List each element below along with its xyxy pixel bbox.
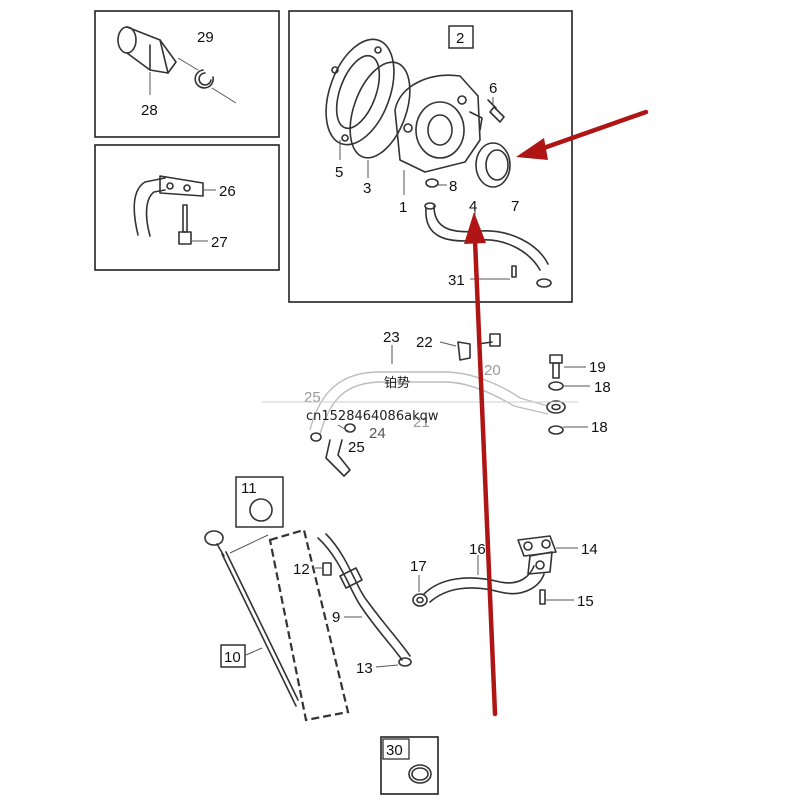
annotation-arrow-to-seal <box>516 109 649 160</box>
callout-10: 10 <box>224 649 241 666</box>
oring-3-drawing <box>349 61 411 178</box>
oring-11-drawing <box>249 498 273 522</box>
callout-11: 11 <box>241 480 257 497</box>
bolt-12-drawing <box>315 562 332 576</box>
callout-2: 2 <box>456 30 464 47</box>
callout-26: 26 <box>219 183 236 200</box>
clip-22-drawing <box>439 341 471 361</box>
grommet-17-drawing <box>412 575 428 607</box>
callout-25-upper: 25 <box>304 389 321 406</box>
callout-18-upper: 18 <box>594 379 611 396</box>
callout-19: 19 <box>589 359 606 376</box>
callout-5: 5 <box>335 164 343 181</box>
callout-14: 14 <box>581 541 598 558</box>
clamp-26-drawing <box>133 175 216 237</box>
callout-1: 1 <box>399 199 407 216</box>
callout-31: 31 <box>448 272 465 289</box>
seal-13-drawing <box>375 664 399 668</box>
callout-25-lower: 25 <box>348 439 365 456</box>
fitting-28-drawing <box>117 26 177 95</box>
bolt-15-drawing <box>539 589 574 605</box>
dipstick-10-drawing <box>204 530 299 707</box>
callout-6: 6 <box>489 80 497 97</box>
guide-tube-9-drawing <box>317 533 412 667</box>
callout-box-11 <box>235 476 284 528</box>
callout-3: 3 <box>363 180 371 197</box>
callout-22: 22 <box>416 334 433 351</box>
gasket-5-drawing <box>325 38 395 160</box>
watermark-id: cn1528464086akqw <box>306 409 439 424</box>
oil-pipe-4-drawing <box>424 202 552 288</box>
callout-24: 24 <box>369 425 386 442</box>
bolt-6-drawing <box>487 97 505 123</box>
callout-13: 13 <box>356 660 373 677</box>
bolt-27-drawing <box>178 204 208 245</box>
housing-1-drawing <box>394 74 483 195</box>
flange-14-drawing <box>517 535 578 575</box>
washer-18b-drawing <box>548 425 588 435</box>
callout-4: 4 <box>469 198 477 215</box>
callout-23: 23 <box>383 329 400 346</box>
pipe-23-drawing <box>309 345 549 435</box>
annotation-arrow-to-pipe <box>464 212 498 717</box>
dipstick-sleeve-drawing <box>268 528 350 722</box>
inset-frame-29-28 <box>94 10 280 138</box>
callout-box-10 <box>220 644 246 668</box>
callout-29: 29 <box>197 29 214 46</box>
callout-8: 8 <box>449 178 457 195</box>
callout-box-30-label <box>382 738 410 760</box>
callout-30: 30 <box>386 742 403 759</box>
callout-box-2 <box>448 25 474 49</box>
return-pipe-16-drawing <box>423 555 545 603</box>
callout-27: 27 <box>211 234 228 251</box>
inset-frame-2 <box>288 10 573 303</box>
callout-18-lower: 18 <box>591 419 608 436</box>
washer-18a-drawing <box>548 381 590 391</box>
callout-28: 28 <box>141 102 158 119</box>
callout-15: 15 <box>577 593 594 610</box>
callout-16: 16 <box>469 541 486 558</box>
callout-9: 9 <box>332 609 340 626</box>
callout-17: 17 <box>410 558 427 575</box>
spacer-18-drawing <box>546 400 566 414</box>
bracket-25-drawing <box>310 423 356 477</box>
seal-7-drawing <box>475 142 511 188</box>
bolt-19-drawing <box>549 354 586 379</box>
inset-frame-26-27 <box>94 144 280 271</box>
circlip-29-drawing <box>177 57 237 104</box>
washer-8-drawing <box>425 178 447 188</box>
watermark-brand: 铂势 <box>384 375 410 391</box>
callout-box-30 <box>380 736 439 795</box>
oring-30-drawing <box>408 764 432 784</box>
callout-12: 12 <box>293 561 310 578</box>
callout-7: 7 <box>511 198 519 215</box>
callout-21: 21 <box>413 414 430 431</box>
callout-20: 20 <box>484 362 501 379</box>
